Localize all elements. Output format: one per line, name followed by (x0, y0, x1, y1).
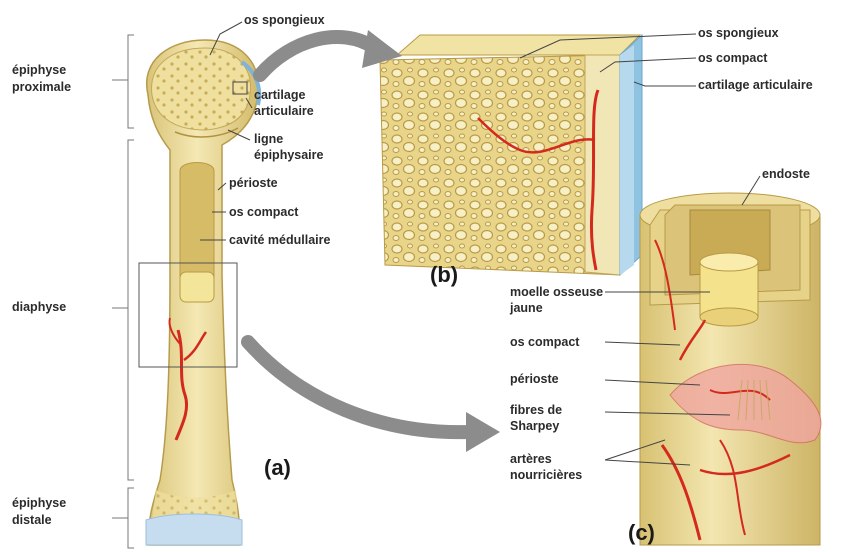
label-arteres-1: artères (510, 452, 552, 467)
label-os-spongieux-a: os spongieux (244, 13, 325, 28)
label-os-spongieux-b: os spongieux (698, 26, 779, 41)
panel-label-c: (c) (628, 520, 655, 546)
label-fibres-2: Sharpey (510, 419, 559, 434)
label-cartilage-articulaire-a-1: cartilage (254, 88, 305, 103)
label-ligne-epiphysaire-1: ligne (254, 132, 283, 147)
label-os-compact-b: os compact (698, 51, 767, 66)
label-cavite-medullaire: cavité médullaire (229, 233, 330, 248)
label-perioste-a: périoste (229, 176, 278, 191)
label-moelle-1: moelle osseuse (510, 285, 603, 300)
medullary-cut (180, 272, 214, 302)
label-arteres-2: nourricières (510, 468, 582, 483)
arrow-to-b (260, 37, 375, 75)
arrow-to-c (248, 342, 470, 432)
label-endoste: endoste (762, 167, 810, 182)
long-bone-a (139, 40, 259, 545)
compact-layer (585, 55, 620, 275)
panel-label-b: (b) (430, 262, 458, 288)
label-epiphyse-proximale-2: proximale (12, 80, 71, 95)
medullary-cavity (180, 163, 214, 286)
label-os-compact-c: os compact (510, 335, 579, 350)
proximal-spongy-bone (152, 48, 251, 130)
arrow-to-c-head (466, 412, 500, 452)
panel-label-a: (a) (264, 455, 291, 481)
spongy-block-b (380, 35, 642, 275)
label-epiphyse-distale-2: distale (12, 513, 52, 528)
label-diaphyse: diaphyse (12, 300, 66, 315)
region-brackets (112, 35, 134, 548)
label-ligne-epiphysaire-2: épiphysaire (254, 148, 323, 163)
label-perioste-c: périoste (510, 372, 559, 387)
label-epiphyse-distale-1: épiphyse (12, 496, 66, 511)
label-fibres-1: fibres de (510, 403, 562, 418)
diaphysis-section-c (640, 193, 821, 545)
block-front (380, 55, 620, 275)
cartilage-side (620, 45, 634, 275)
label-cartilage-articulaire-a-2: articulaire (254, 104, 314, 119)
label-os-compact-a: os compact (229, 205, 298, 220)
distal-cartilage (146, 514, 242, 545)
label-epiphyse-proximale-1: épiphyse (12, 63, 66, 78)
label-moelle-2: jaune (510, 301, 543, 316)
label-cartilage-articulaire-b: cartilage articulaire (698, 78, 813, 93)
